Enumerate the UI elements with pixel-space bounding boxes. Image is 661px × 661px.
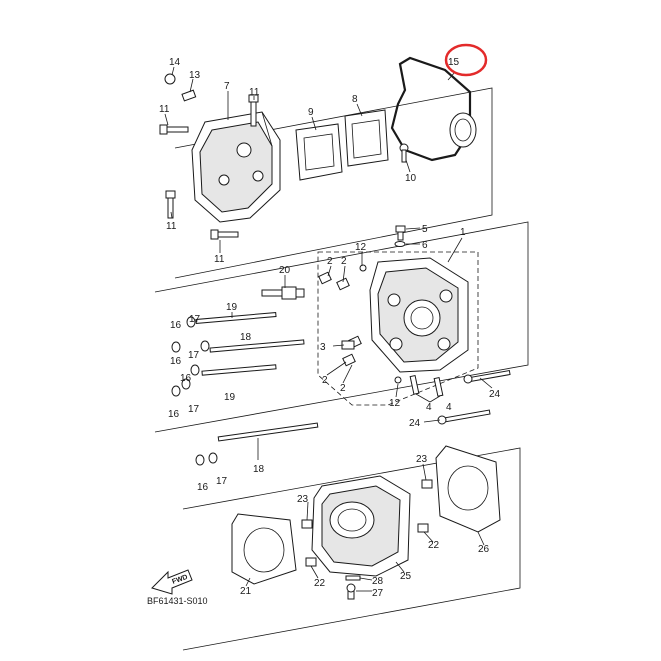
callout-22[interactable]: 22 — [428, 540, 440, 551]
callout-16[interactable]: 16 — [168, 409, 180, 420]
callout-2[interactable]: 2 — [327, 256, 333, 267]
callout-18[interactable]: 18 — [253, 464, 265, 475]
bolts-upper — [159, 73, 409, 240]
callout-11[interactable]: 11 — [159, 104, 170, 115]
callout-4[interactable]: 4 — [426, 402, 432, 413]
callout-15[interactable]: 15 — [448, 57, 460, 68]
callout-17[interactable]: 17 — [188, 350, 200, 361]
callout-11[interactable]: 11 — [249, 87, 260, 98]
stud-bolts-long — [171, 311, 319, 466]
callout-7[interactable]: 7 — [224, 81, 230, 92]
callout-5[interactable]: 5 — [422, 224, 428, 235]
callout-16[interactable]: 16 — [197, 482, 209, 493]
callout-23[interactable]: 23 — [297, 494, 309, 505]
callout-1[interactable]: 1 — [460, 227, 466, 238]
callout-17[interactable]: 17 — [188, 404, 200, 415]
callout-24[interactable]: 24 — [489, 389, 501, 400]
callout-17[interactable]: 17 — [216, 476, 228, 487]
callout-16[interactable]: 16 — [170, 356, 182, 367]
cylinder-head[interactable] — [369, 257, 469, 373]
callout-28[interactable]: 28 — [372, 576, 384, 587]
callout-17[interactable]: 17 — [189, 314, 201, 325]
callout-2[interactable]: 2 — [322, 375, 328, 386]
callout-6[interactable]: 6 — [422, 240, 428, 251]
stud-bolts — [409, 374, 444, 397]
head-cover-gasket-15[interactable] — [390, 56, 477, 162]
leader-lines — [164, 66, 493, 592]
callout-21[interactable]: 21 — [240, 586, 252, 597]
callout-14[interactable]: 14 — [169, 57, 181, 68]
callout-3[interactable]: 3 — [320, 342, 326, 353]
callout-2[interactable]: 2 — [340, 383, 346, 394]
callout-10[interactable]: 10 — [405, 173, 417, 184]
dowels-22-23 — [301, 479, 433, 567]
callout-20[interactable]: 20 — [279, 265, 291, 276]
assembly-frames — [154, 87, 529, 651]
callout-2[interactable]: 2 — [341, 256, 347, 267]
bolt-5-washer-6 — [394, 225, 406, 247]
callout-11[interactable]: 11 — [166, 221, 177, 232]
cover-gasket-8[interactable] — [344, 109, 389, 167]
callout-18[interactable]: 18 — [240, 332, 252, 343]
callout-11[interactable]: 11 — [214, 254, 225, 265]
callout-19[interactable]: 19 — [224, 392, 236, 403]
drawing-code: BF61431-S010 — [147, 596, 208, 606]
callout-27[interactable]: 27 — [372, 588, 384, 599]
callout-19[interactable]: 19 — [226, 302, 238, 313]
cover-gasket-9[interactable] — [295, 123, 343, 181]
callouts: 14 13 7 11 11 9 8 15 10 11 11 5 6 1 12 2… — [159, 57, 501, 599]
callout-25[interactable]: 25 — [400, 571, 412, 582]
callout-16[interactable]: 16 — [180, 373, 192, 384]
callout-22[interactable]: 22 — [314, 578, 326, 589]
cylinder-block[interactable] — [311, 475, 411, 577]
callout-16[interactable]: 16 — [170, 320, 182, 331]
bolts-24 — [437, 369, 511, 425]
bolt-27-28 — [345, 575, 361, 600]
callout-13[interactable]: 13 — [189, 70, 201, 81]
forward-direction-arrow: FWD — [151, 569, 193, 595]
callout-9[interactable]: 9 — [308, 107, 314, 118]
callout-24[interactable]: 24 — [409, 418, 421, 429]
cylinder-head-cover[interactable] — [191, 111, 281, 223]
spark-plug[interactable] — [261, 286, 305, 300]
callout-4[interactable]: 4 — [446, 402, 452, 413]
callout-8[interactable]: 8 — [352, 94, 358, 105]
highlight-circle-part-15 — [444, 43, 488, 77]
callout-26[interactable]: 26 — [478, 544, 490, 555]
callout-23[interactable]: 23 — [416, 454, 428, 465]
callout-12[interactable]: 12 — [355, 242, 367, 253]
cylinder-head-gasket-26[interactable] — [435, 445, 501, 533]
callout-12[interactable]: 12 — [389, 398, 401, 409]
cylinder-base-gasket-21[interactable] — [231, 513, 297, 585]
